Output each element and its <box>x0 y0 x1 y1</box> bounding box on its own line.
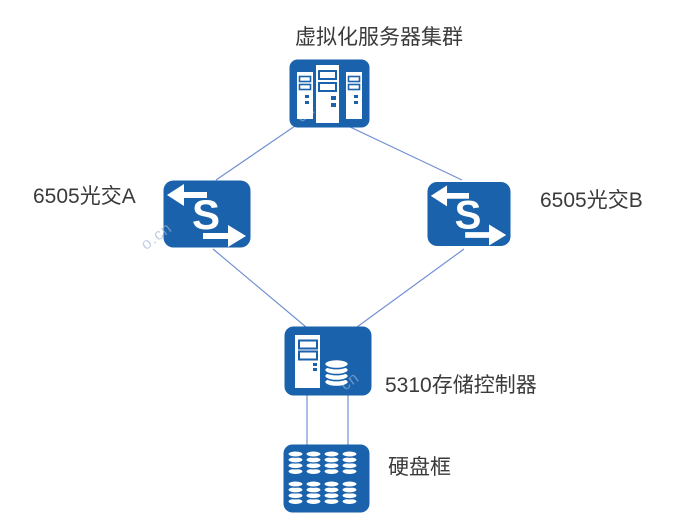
node-switch-a: S <box>163 180 251 248</box>
label-switch-b: 6505光交B <box>540 189 643 212</box>
edge-server-to-switch-b <box>347 125 463 181</box>
svg-text:S: S <box>192 191 220 238</box>
switch-icon: S <box>427 182 511 246</box>
server-cluster-icon <box>289 59 370 128</box>
edge-switch-b-to-storage <box>356 248 465 328</box>
edge-server-to-switch-a <box>215 125 296 181</box>
node-server-cluster <box>289 59 370 128</box>
node-storage-controller <box>284 326 372 396</box>
disk-enclosure-icon <box>283 444 370 513</box>
edge-switch-a-to-storage <box>212 248 307 328</box>
storage-controller-icon <box>284 326 372 396</box>
switch-icon: S <box>163 180 251 248</box>
svg-text:S: S <box>455 193 482 237</box>
label-switch-a: 6505光交A <box>33 185 136 208</box>
node-disk-enclosure <box>283 444 370 513</box>
label-storage-controller: 5310存储控制器 <box>385 374 537 397</box>
node-switch-b: S <box>427 180 511 248</box>
label-disk-enclosure: 硬盘框 <box>388 456 451 479</box>
label-virtual-server-cluster: 虚拟化服务器集群 <box>295 26 463 49</box>
